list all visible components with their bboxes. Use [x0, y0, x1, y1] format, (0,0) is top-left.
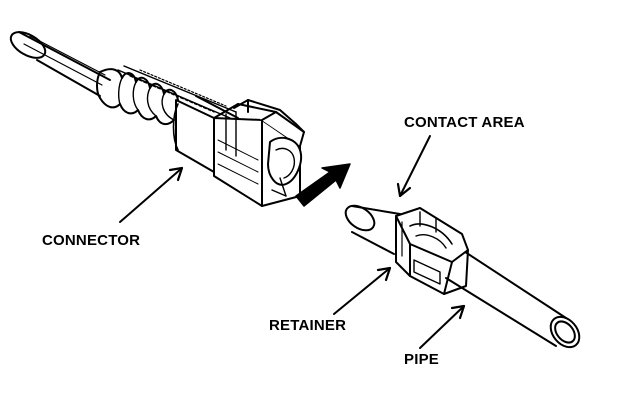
connector-leader-arrow — [119, 166, 184, 223]
hose-tube — [9, 31, 111, 97]
connector-label: CONNECTOR — [42, 232, 141, 249]
retainer-label: RETAINER — [269, 317, 347, 334]
connector-body — [96, 65, 305, 207]
retainer-clip — [395, 207, 469, 295]
pipe-tube — [344, 204, 581, 349]
retainer-leader-arrow — [333, 266, 392, 315]
contact-area-leader-arrow — [396, 135, 431, 198]
pipe-label: PIPE — [404, 351, 439, 368]
insertion-arrow — [295, 163, 351, 207]
contact-area-label: CONTACT AREA — [404, 114, 525, 131]
pipe-leader-arrow — [419, 304, 466, 349]
